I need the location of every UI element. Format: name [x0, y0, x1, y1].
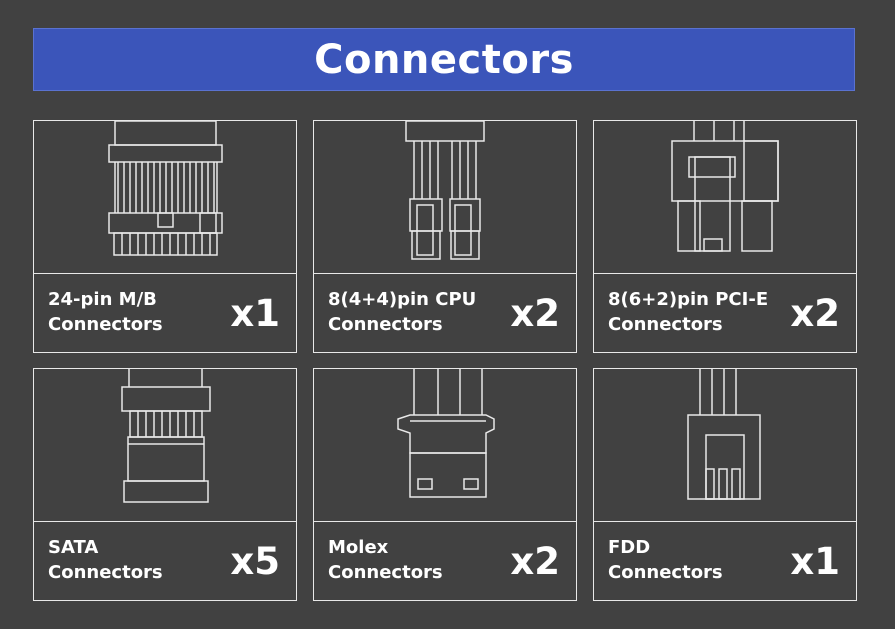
connector-name: 8(6+2)pin PCI-E: [608, 289, 769, 310]
connector-art: [314, 369, 576, 522]
connector-count: x2: [790, 292, 840, 335]
connector-sub: Connectors: [48, 562, 163, 583]
cpu-8pin-icon: [314, 121, 576, 273]
fdd-icon: [594, 369, 856, 521]
connector-card-24pin: 24-pin M/B Connectors x1: [33, 120, 297, 353]
connector-count: x5: [230, 540, 280, 583]
connector-art: [34, 121, 296, 274]
connector-count: x2: [510, 540, 560, 583]
connector-name: Molex: [328, 537, 389, 558]
connector-art: [594, 369, 856, 522]
connector-sub: Connectors: [328, 562, 443, 583]
atx-24pin-icon: [34, 121, 296, 273]
connector-label: 24-pin M/B Connectors: [48, 287, 163, 337]
connector-art: [594, 121, 856, 274]
connector-label: 8(6+2)pin PCI-E Connectors: [608, 287, 768, 337]
connector-label: Molex Connectors: [328, 535, 443, 585]
connector-count: x2: [510, 292, 560, 335]
connector-count: x1: [230, 292, 280, 335]
connector-count: x1: [790, 540, 840, 583]
connector-sub: Connectors: [328, 314, 443, 335]
connector-card-pcie: 8(6+2)pin PCI-E Connectors x2: [593, 120, 857, 353]
pcie-8pin-icon: [594, 121, 856, 273]
connector-name: 8(4+4)pin CPU: [328, 289, 477, 310]
connector-sub: Connectors: [608, 562, 723, 583]
connector-name: 24-pin M/B: [48, 289, 157, 310]
connector-label: SATA Connectors: [48, 535, 163, 585]
connector-card-sata: SATA Connectors x5: [33, 368, 297, 601]
title-banner: Connectors: [33, 28, 855, 91]
connector-label: FDD Connectors: [608, 535, 723, 585]
connector-card-fdd: FDD Connectors x1: [593, 368, 857, 601]
connector-sub: Connectors: [608, 314, 723, 335]
connector-art: [34, 369, 296, 522]
connector-card-molex: Molex Connectors x2: [313, 368, 577, 601]
sata-icon: [34, 369, 296, 521]
connector-name: SATA: [48, 537, 99, 558]
molex-icon: [314, 369, 576, 521]
connector-label: 8(4+4)pin CPU Connectors: [328, 287, 476, 337]
connector-art: [314, 121, 576, 274]
connector-sub: Connectors: [48, 314, 163, 335]
connector-card-cpu: 8(4+4)pin CPU Connectors x2: [313, 120, 577, 353]
connector-name: FDD: [608, 537, 651, 558]
page-title: Connectors: [314, 36, 574, 83]
